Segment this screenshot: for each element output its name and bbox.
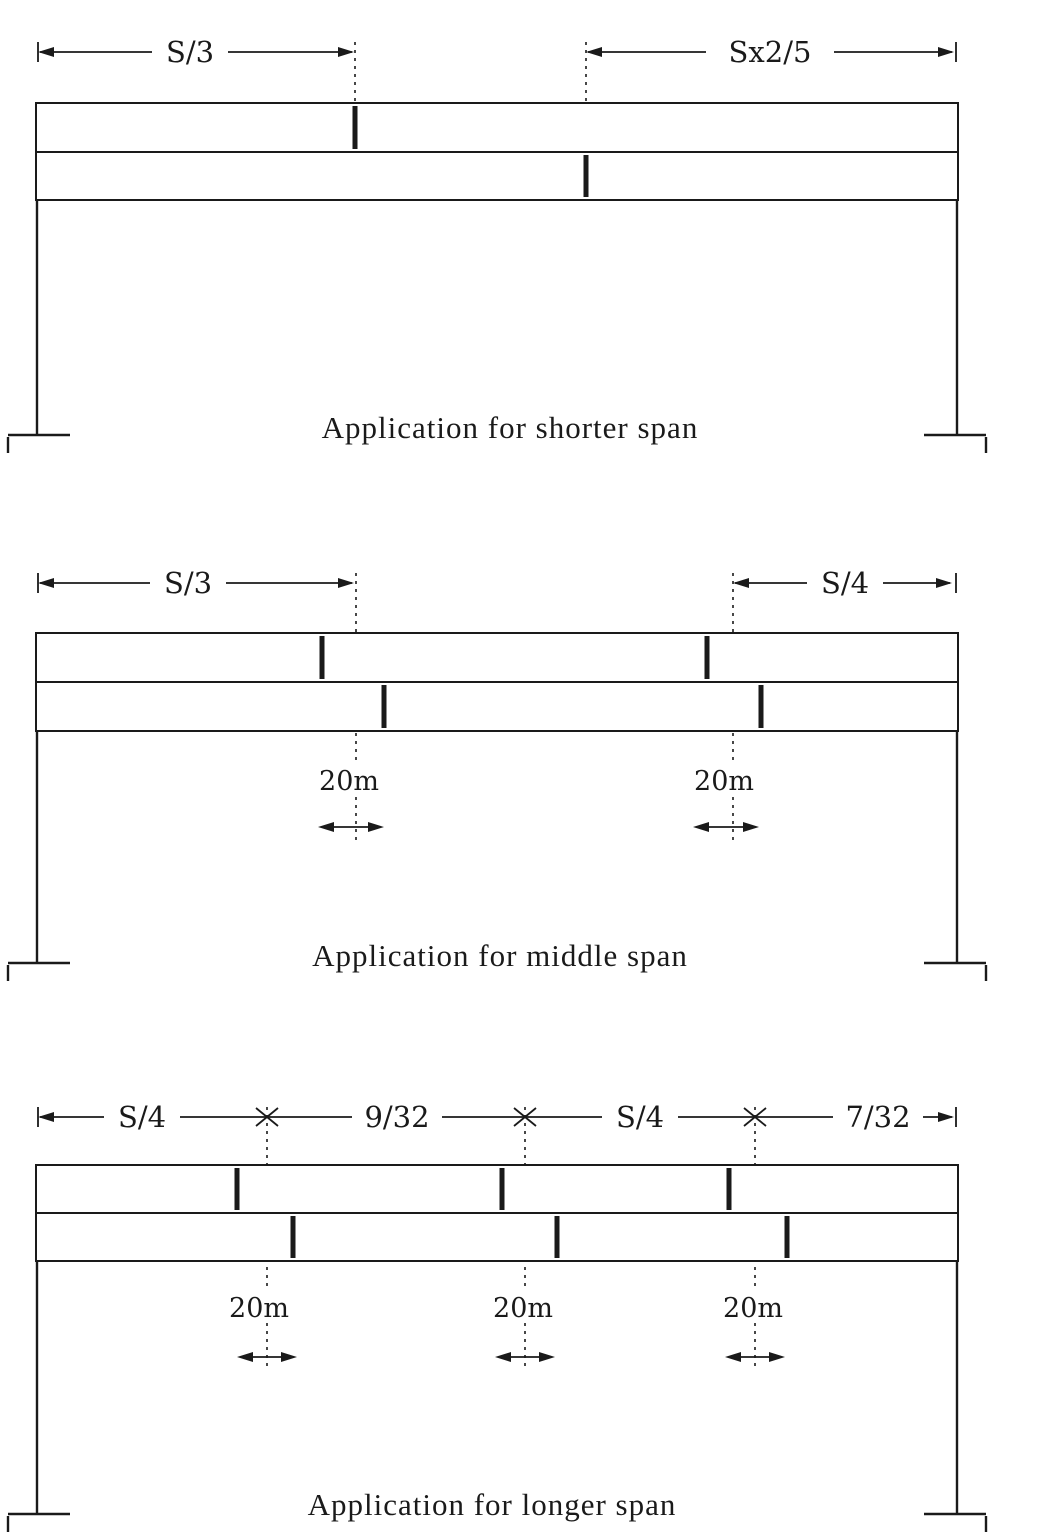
bottom-rebar-layer: [35, 1212, 959, 1262]
lap-length-label-1: 20m: [227, 1289, 291, 1324]
dimension-line-chain: S/4 9/32 S/4 7/32: [37, 1099, 957, 1134]
arrowhead-left: [38, 1112, 54, 1122]
lap-length-label-right: 20m: [692, 762, 756, 797]
svg-text:20m: 20m: [493, 1293, 553, 1324]
dim-label-3: S/4: [616, 1100, 664, 1134]
bottom-rebar-layer: [35, 151, 959, 201]
arrowhead-left: [38, 578, 54, 588]
svg-text:20m: 20m: [723, 1293, 783, 1324]
arrowhead-left: [586, 47, 602, 57]
dim-label-sx25: Sx2/5: [729, 35, 812, 69]
arrowhead-left: [38, 47, 54, 57]
arrowhead-right: [938, 1112, 954, 1122]
caption-shorter-span: Application for shorter span: [322, 410, 699, 445]
dimension-line-right: Sx2/5: [586, 34, 957, 69]
column-base-left: [6, 433, 70, 453]
top-rebar-layer: [35, 102, 959, 153]
svg-text:20m: 20m: [229, 1293, 289, 1324]
caption-longer-span: Application for longer span: [308, 1487, 677, 1522]
dim-label-s3: S/3: [164, 566, 212, 600]
shorter-span-diagram: S/3 Sx2/5: [6, 34, 988, 453]
top-rebar-layer: [35, 1164, 959, 1214]
bottom-rebar-layer: [35, 681, 959, 732]
dim-label-s3: S/3: [166, 35, 214, 69]
arrowhead-left: [733, 578, 749, 588]
top-rebar-layer: [35, 632, 959, 683]
svg-text:20m: 20m: [319, 766, 379, 797]
lap-length-label-left: 20m: [317, 762, 381, 797]
middle-span-diagram: S/3 S/4 20m 20m: [6, 565, 988, 981]
dim-label-1: S/4: [118, 1100, 166, 1134]
arrowhead-right: [938, 47, 954, 57]
arrowhead-right: [338, 47, 354, 57]
lap-length-arrow-3: [725, 1352, 785, 1362]
lap-length-arrow-left: [318, 822, 384, 832]
arrowhead-right: [936, 578, 952, 588]
column-base-right: [924, 433, 988, 453]
column-base-right: [924, 1512, 988, 1532]
column-base-right: [924, 961, 988, 981]
lap-length-arrow-1: [237, 1352, 297, 1362]
caption-middle-span: Application for middle span: [312, 938, 688, 973]
lap-length-label-2: 20m: [491, 1289, 555, 1324]
svg-text:20m: 20m: [694, 766, 754, 797]
lap-length-arrow-2: [495, 1352, 555, 1362]
dim-label-2: 9/32: [364, 1100, 429, 1134]
dim-label-s4: S/4: [821, 566, 869, 600]
arrowhead-right: [338, 578, 354, 588]
column-base-left: [6, 961, 70, 981]
lap-length-arrow-right: [693, 822, 759, 832]
dimension-line-left: S/3: [37, 34, 354, 69]
column-base-left: [6, 1512, 70, 1532]
dimension-line-left: S/3: [37, 565, 354, 600]
lap-length-label-3: 20m: [721, 1289, 785, 1324]
dimension-line-right: S/4: [733, 565, 957, 600]
dim-label-4: 7/32: [845, 1100, 910, 1134]
longer-span-diagram: S/4 9/32 S/4 7/32 20m 20m: [6, 1099, 988, 1532]
